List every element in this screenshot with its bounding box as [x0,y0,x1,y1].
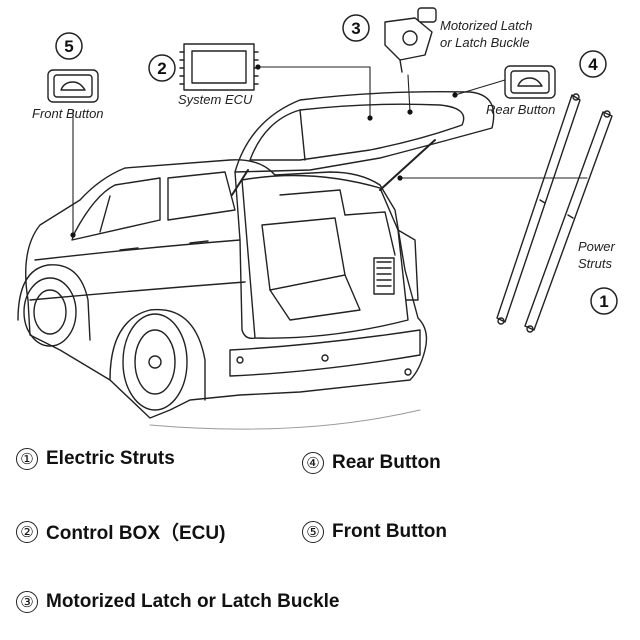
callout-circle-2 [148,54,176,82]
legend-number: ⑤ [302,521,324,543]
latch-label-line1: Motorized Latch [440,18,533,33]
ecu-box-icon [179,43,259,91]
callout-circle-1 [590,287,618,315]
power-strut-rods [496,93,613,333]
legend-number: ③ [16,591,38,613]
struts-label-line1: Power [578,239,616,254]
callout-number-5: 5 [64,37,73,56]
open-tailgate [231,90,495,196]
latch-label-line2: or Latch Buckle [440,35,530,50]
callout-number-1: 1 [599,292,608,311]
legend-item-motorized-latch: ③ Motorized Latch or Latch Buckle [16,591,339,613]
callout-circle-4 [579,50,607,78]
latch-icon [384,7,437,73]
callout-number-3: 3 [351,19,360,38]
legend-text: Control BOX（ECU) [46,523,226,544]
legend-number: ② [16,520,38,543]
legend-item-front-button: ⑤ Front Button [302,521,447,543]
legend-text: Motorized Latch or Latch Buckle [46,591,340,612]
legend-item-electric-struts: ① Electric Struts [16,448,175,470]
legend-text: Front Button [332,521,448,542]
struts-label-line2: Struts [578,256,612,271]
front-button-label: Front Button [32,106,104,121]
car-tailgate-diagram: 5 2 3 4 1 Front Button System ECU Motori… [17,7,618,430]
legend-text: Rear Button [332,452,441,473]
legend-number: ① [16,448,38,470]
callout-lines [72,66,588,236]
rear-button-label: Rear Button [486,102,555,117]
legend-text: Electric Struts [46,448,175,469]
legend-item-rear-button: ④ Rear Button [302,452,441,474]
callout-circle-3 [342,14,370,42]
legend-item-control-box: ② Control BOX（ECU) [16,518,225,545]
callout-dots [70,64,458,238]
ecu-label: System ECU [178,92,253,107]
front-button-icon [47,69,99,103]
rear-button-icon [504,65,556,99]
callout-circle-5 [55,32,83,60]
callout-number-2: 2 [157,59,166,78]
callout-number-4: 4 [588,55,598,74]
car-illustration [17,159,428,430]
legend-number: ④ [302,452,324,474]
